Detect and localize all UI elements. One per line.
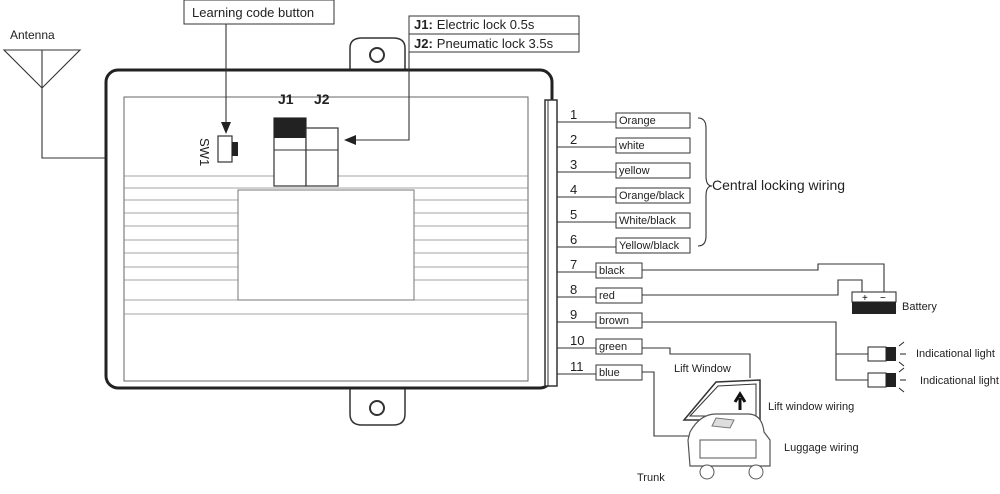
- wire-color-label: white: [618, 140, 645, 152]
- wire-color-box: [595, 338, 643, 355]
- lift-window-wiring-label: Lift window wiring: [768, 401, 854, 413]
- connector: [544, 99, 558, 387]
- wire-color-box: [595, 312, 643, 329]
- wire-row-9: 9 brown: [557, 307, 643, 329]
- wire-11-to-trunk: [642, 371, 700, 437]
- indicational-light-label-2: Indicational light: [920, 375, 999, 387]
- wire-number: 6: [570, 232, 577, 247]
- wire-color-label: brown: [599, 315, 629, 327]
- wire-number: 11: [570, 359, 584, 374]
- indicator-light-icon: [867, 367, 906, 393]
- wire-color-box: [615, 112, 691, 129]
- learning-code-label: Learning code button: [192, 5, 314, 20]
- wire-9-to-lights: [642, 321, 868, 381]
- pcb-traces: [124, 175, 528, 315]
- sw1-button: [217, 135, 233, 163]
- j2-label: J2: [314, 91, 330, 107]
- sw1-actuator: [232, 142, 238, 156]
- wire-row-8: 8 red: [557, 282, 643, 304]
- wire-color-label: Orange/black: [619, 190, 685, 202]
- j2-note: J2:Pneumatic lock 3.5s: [414, 36, 554, 51]
- wire-color-box: [615, 237, 691, 254]
- arrow-icon: [221, 122, 231, 134]
- sw1-label: SW1: [197, 138, 212, 166]
- trunk-label: Trunk: [637, 472, 665, 484]
- wire-number: 8: [570, 282, 577, 297]
- learning-code-callout: [183, 0, 335, 25]
- antenna-icon: [2, 49, 105, 159]
- wire-row-10: 10 green: [557, 333, 643, 355]
- arrow-icon: [344, 135, 356, 145]
- jumper-block: [273, 117, 339, 187]
- wire-7-to-battery: [642, 263, 885, 292]
- wire-color-label: yellow: [619, 165, 650, 177]
- central-locking-label: Central locking wiring: [712, 177, 845, 193]
- svg-text:+: +: [862, 293, 868, 304]
- antenna-label: Antenna: [10, 28, 55, 42]
- wire-color-box: [615, 137, 691, 154]
- wire-number: 9: [570, 307, 577, 322]
- wire-color-box: [615, 212, 691, 229]
- luggage-wiring-label: Luggage wiring: [784, 442, 859, 454]
- wire-color-label: black: [599, 265, 625, 277]
- wire-number: 4: [570, 182, 577, 197]
- lift-window-label: Lift Window: [674, 363, 731, 375]
- wire-row-2: 2 white: [557, 132, 691, 154]
- car-trunk-icon: [687, 413, 771, 480]
- wire-number: 5: [570, 207, 577, 222]
- wire-color-label: White/black: [619, 215, 676, 227]
- wire-number: 2: [570, 132, 577, 147]
- wire-row-11: 11 blue: [557, 359, 643, 381]
- wire-number: 7: [570, 257, 577, 272]
- mounting-tab-top: [349, 37, 406, 70]
- wire-row-3: 3 yellow: [557, 157, 691, 179]
- wire-row-7: 7 black: [557, 257, 643, 279]
- wire-color-box: [615, 187, 691, 204]
- central-locking-brace: [697, 117, 713, 247]
- indicational-light-label-1: Indicational light: [916, 348, 995, 360]
- wire-8-to-battery: [642, 279, 863, 296]
- wire-number: 1: [570, 107, 577, 122]
- wire-10-to-window: [642, 347, 751, 378]
- wire-number: 3: [570, 157, 577, 172]
- mounting-tab-bottom: [349, 386, 406, 426]
- battery-icon: + −: [851, 291, 897, 314]
- wire-color-label: red: [599, 290, 615, 302]
- chip: [237, 189, 415, 301]
- wire-color-label: green: [599, 341, 627, 353]
- wire-color-box: [615, 162, 691, 179]
- j1-label: J1: [278, 91, 294, 107]
- wire-color-label: Orange: [619, 115, 656, 127]
- svg-text:−: −: [880, 293, 886, 304]
- battery-label: Battery: [902, 301, 937, 313]
- wire-color-label: Yellow/black: [619, 240, 680, 252]
- indicator-light-icon: [867, 341, 906, 367]
- wire-number: 10: [570, 333, 584, 348]
- j1-note: J1:Electric lock 0.5s: [414, 17, 535, 32]
- wire-color-label: blue: [599, 367, 620, 379]
